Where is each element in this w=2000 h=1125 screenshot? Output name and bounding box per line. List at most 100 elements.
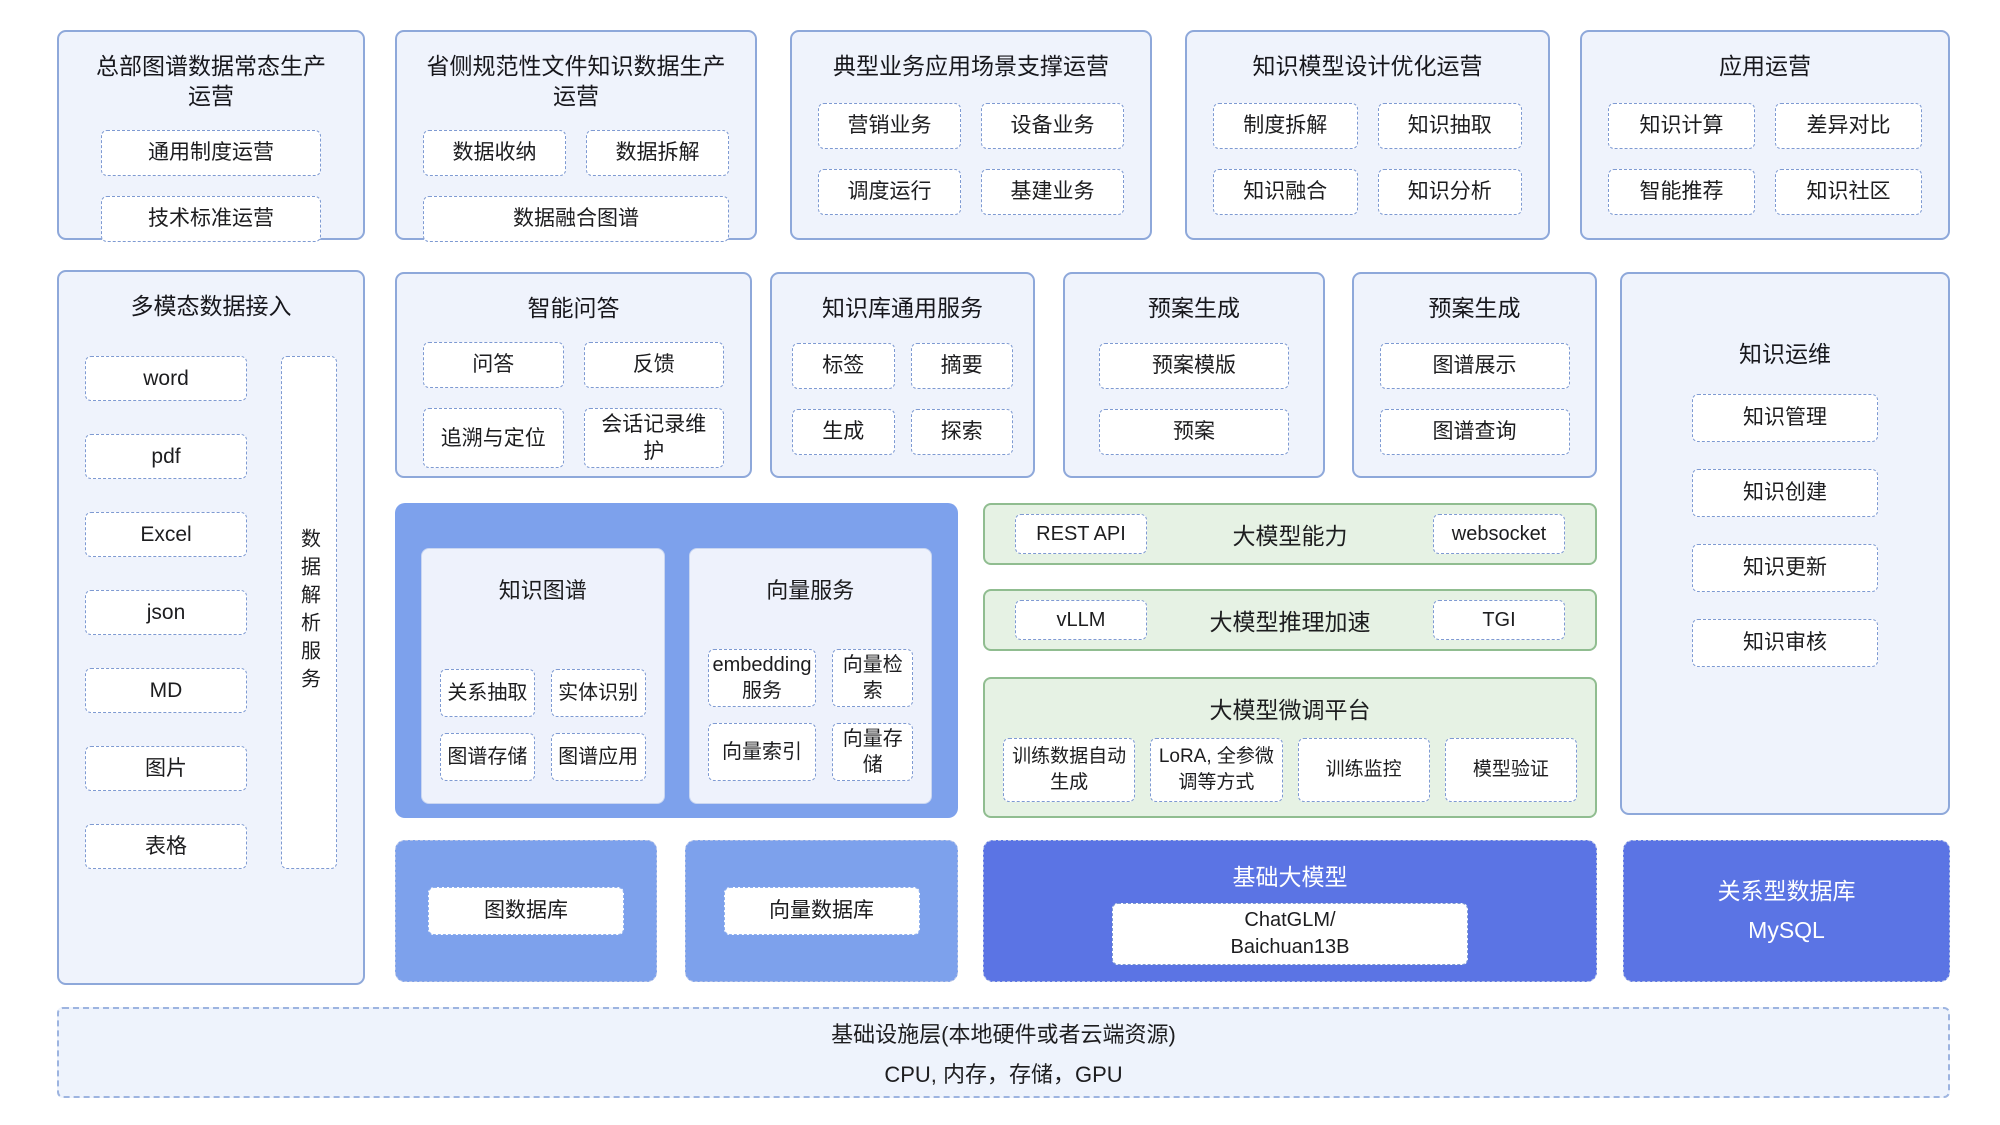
diagram-node: 知识社区	[1775, 168, 1922, 215]
diagram-node: 预案	[1099, 408, 1289, 455]
bar-title: 大模型能力	[1232, 523, 1348, 549]
diagram-node: 通用制度运营	[101, 129, 321, 176]
diagram-node: 生成	[792, 408, 895, 455]
relational-db-name: MySQL	[1748, 917, 1825, 943]
model-name-line1: ChatGLM/	[1244, 909, 1336, 931]
diagram-node: 向量存储	[832, 723, 913, 781]
diagram-node: 会话记录维护	[583, 407, 724, 469]
diagram-node: 向量检索	[832, 649, 913, 707]
node-row: 知识计算 差异对比	[1608, 102, 1922, 149]
diagram-node: 知识审核	[1692, 618, 1878, 667]
node-vector-db: 向量数据库	[723, 887, 920, 935]
bar-title: 大模型推理加速	[1209, 609, 1371, 635]
bar-llm-inference-acceleration: vLLM 大模型推理加速 TGI	[983, 589, 1597, 651]
container-base-model: 基础大模型 ChatGLM/ Baichuan13B	[983, 840, 1597, 982]
diagram-node: 图谱存储	[440, 733, 535, 781]
diagram-node: 基建业务	[981, 168, 1124, 215]
panel-body: 通用制度运营 技术标准运营	[85, 129, 337, 242]
diagram-node: 探索	[910, 408, 1013, 455]
diagram-node: 知识抽取	[1377, 102, 1522, 149]
diagram-node: 反馈	[583, 341, 724, 388]
diagram-node: 数据拆解	[586, 129, 729, 176]
diagram-node: websocket	[1433, 514, 1565, 554]
panel-body: 知识计算 差异对比 智能推荐 知识社区	[1608, 100, 1922, 218]
container-relational-db: 关系型数据库 MySQL	[1623, 840, 1950, 982]
panel-provincial-doc-production: 省侧规范性文件知识数据生产运营 数据收纳 数据拆解 数据融合图谱	[395, 30, 757, 242]
node-row: 智能推荐 知识社区	[1608, 168, 1922, 215]
panel-body: 数据收纳 数据拆解 数据融合图谱	[423, 129, 729, 242]
diagram-node: word	[85, 355, 247, 401]
panel-body: 预案模版 预案	[1091, 342, 1297, 456]
node-base-model: ChatGLM/ Baichuan13B	[1112, 903, 1468, 965]
panel-title: 智能问答	[527, 295, 620, 321]
node-row: 追溯与定位 会话记录维护	[423, 407, 724, 469]
diagram-node: TGI	[1433, 600, 1565, 640]
diagram-node: embedding 服务	[707, 649, 817, 707]
panel-body: 标签 摘要 生成 探索	[792, 342, 1013, 456]
panel-title: 基础大模型	[1232, 864, 1348, 890]
relational-db-label: 关系型数据库	[1717, 877, 1856, 904]
diagram-node: 知识融合	[1213, 168, 1358, 215]
infrastructure-title: 基础设施层(本地硬件或者云端资源)	[831, 1021, 1176, 1047]
format-list: word pdf Excel json MD 图片 表格	[85, 355, 247, 869]
panel-plan-generation-a: 预案生成 预案模版 预案	[1063, 272, 1325, 478]
diagram-node: vLLM	[1015, 600, 1147, 640]
diagram-node: json	[85, 589, 247, 635]
panel-title: 知识库通用服务	[822, 295, 983, 321]
node-row: 标签 摘要	[792, 342, 1013, 389]
diagram-node: 模型验证	[1444, 738, 1577, 802]
panel-title: 应用运营	[1719, 53, 1811, 79]
panel-title: 预案生成	[1428, 295, 1521, 321]
bar-body: REST API 大模型能力 websocket	[985, 505, 1595, 563]
node-row: 调度运行 基建业务	[818, 168, 1124, 215]
diagram-node: 图谱展示	[1379, 342, 1570, 389]
panel-kb-common-services: 知识库通用服务 标签 摘要 生成 探索	[770, 272, 1035, 478]
diagram-node: LoRA, 全参微调等方式	[1150, 738, 1283, 802]
panel-body: 营销业务 设备业务 调度运行 基建业务	[818, 100, 1124, 218]
diagram-node: 知识更新	[1692, 543, 1878, 592]
panel-body: word pdf Excel json MD 图片 表格 数据解析服务	[85, 355, 337, 869]
diagram-node: 追溯与定位	[423, 407, 564, 469]
panel-app-operation: 应用运营 知识计算 差异对比 智能推荐 知识社区	[1580, 30, 1950, 240]
diagram-node: 问答	[423, 341, 564, 388]
node-row: 数据收纳 数据拆解	[423, 129, 729, 176]
diagram-node: 实体识别	[550, 669, 646, 717]
diagram-node: REST API	[1015, 514, 1147, 554]
container-kg-vector: 知识图谱 关系抽取 实体识别 图谱存储 图谱应用 向量服务 embedding …	[395, 503, 958, 818]
node-row: 问答 反馈	[423, 341, 724, 388]
diagram-node: 摘要	[910, 342, 1013, 389]
node-row: 训练数据自动生成 LoRA, 全参微调等方式 训练监控 模型验证	[1003, 738, 1577, 802]
diagram-node: 图谱应用	[550, 733, 646, 781]
panel-title: 向量服务	[766, 578, 855, 603]
subpanel-knowledge-graph: 知识图谱 关系抽取 实体识别 图谱存储 图谱应用	[421, 548, 665, 804]
panel-title: 知识图谱	[498, 578, 587, 603]
diagram-node: 智能推荐	[1608, 168, 1755, 215]
panel-knowledge-ops: 知识运维 知识管理 知识创建 知识更新 知识审核	[1620, 272, 1950, 815]
diagram-node: 预案模版	[1099, 342, 1289, 389]
diagram-node: 知识分析	[1377, 168, 1522, 215]
infrastructure-resources: CPU, 内存，存储，GPU	[884, 1061, 1123, 1087]
panel-title: 多模态数据接入	[130, 293, 292, 319]
node-row: 营销业务 设备业务	[818, 102, 1124, 149]
panel-title: 大模型微调平台	[1209, 697, 1371, 723]
diagram-node: 知识管理	[1692, 393, 1878, 442]
panel-hq-graph-production: 总部图谱数据常态生产运营 通用制度运营 技术标准运营	[57, 30, 365, 242]
diagram-node: 技术标准运营	[101, 195, 321, 242]
diagram-node: 训练数据自动生成	[1003, 738, 1136, 802]
strip-infrastructure: 基础设施层(本地硬件或者云端资源) CPU, 内存，存储，GPU	[57, 1007, 1950, 1098]
diagram-node: 制度拆解	[1213, 102, 1358, 149]
panel-multimodal-ingest: 多模态数据接入 word pdf Excel json MD 图片 表格 数据解…	[57, 270, 365, 985]
diagram-node: 调度运行	[818, 168, 961, 215]
subpanel-vector-service: 向量服务 embedding 服务 向量检索 向量索引 向量存储	[688, 548, 932, 804]
diagram-node: 差异对比	[1775, 102, 1922, 149]
panel-title: 预案生成	[1148, 295, 1240, 321]
panel-title: 知识模型设计优化运营	[1252, 53, 1483, 79]
panel-llm-finetune-platform: 大模型微调平台 训练数据自动生成 LoRA, 全参微调等方式 训练监控 模型验证	[983, 677, 1597, 818]
panel-title: 知识运维	[1739, 341, 1831, 367]
node-row: 制度拆解 知识抽取	[1213, 102, 1522, 149]
diagram-node: pdf	[85, 433, 247, 479]
node-row: 知识融合 知识分析	[1213, 168, 1522, 215]
panel-body: 问答 反馈 追溯与定位 会话记录维护	[423, 341, 724, 469]
node-graph-db: 图数据库	[428, 887, 624, 935]
